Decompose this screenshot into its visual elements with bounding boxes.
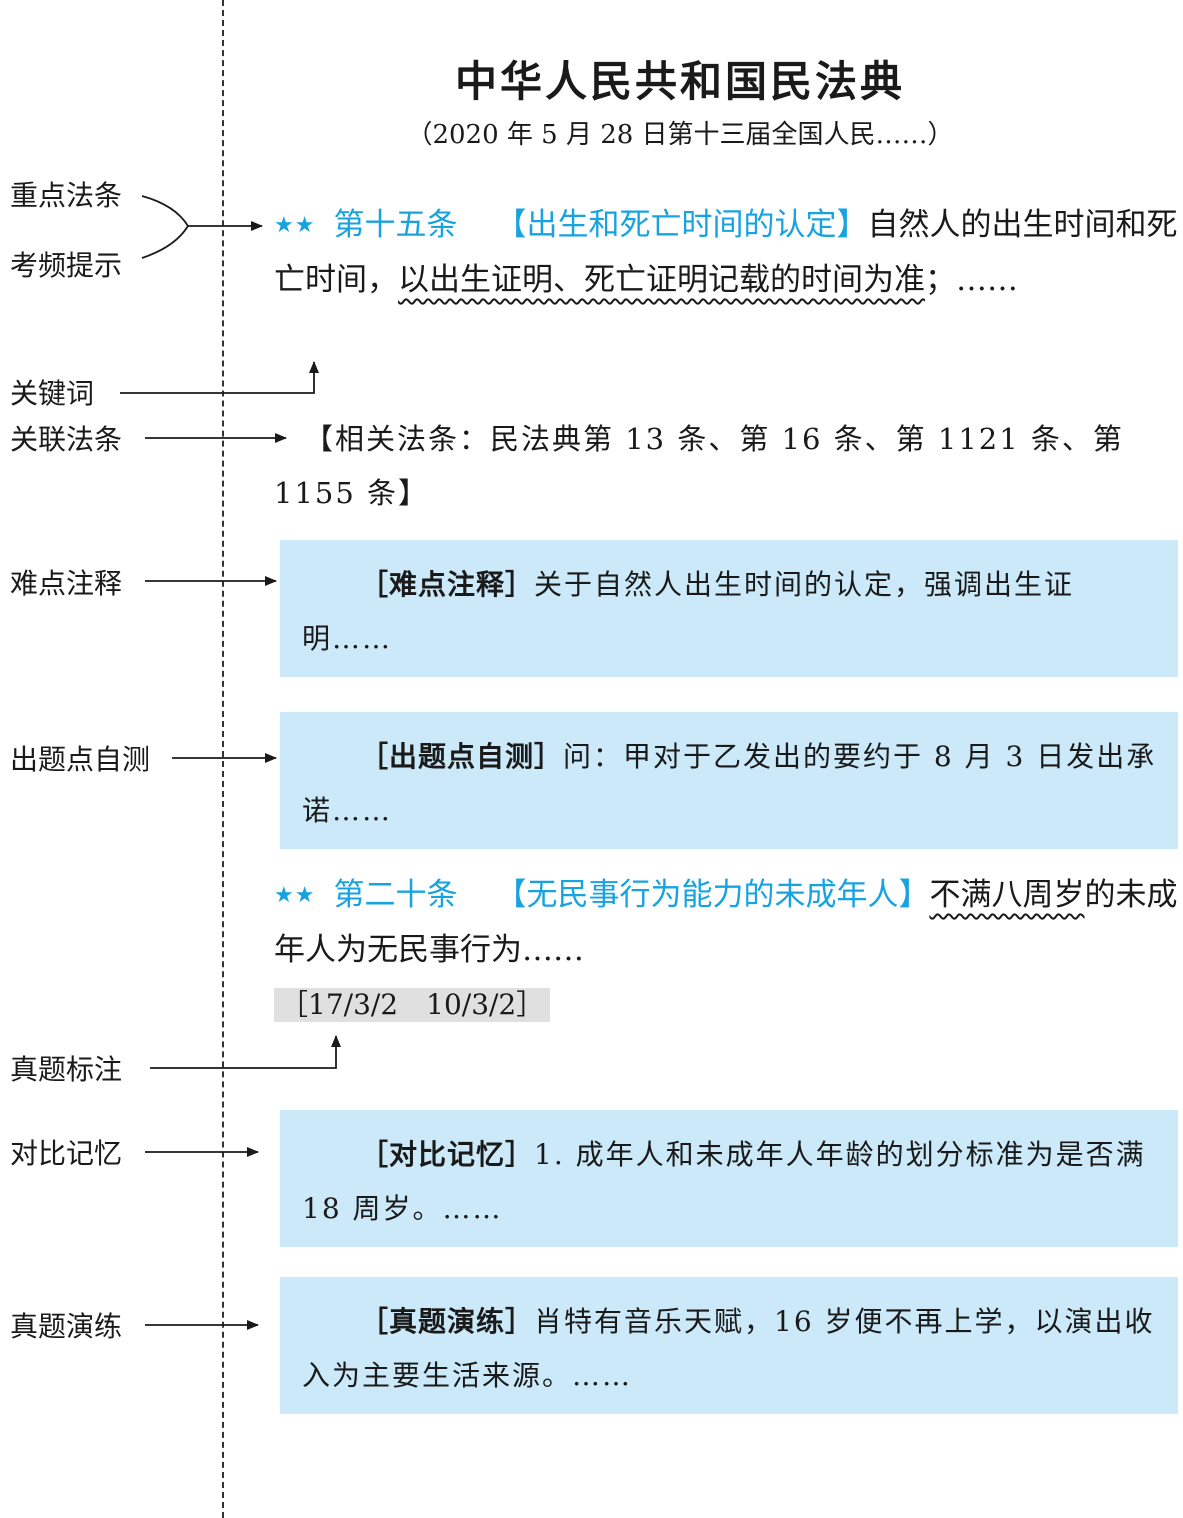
label-comparison: 对比记忆: [10, 1137, 123, 1170]
dashed-divider: [222, 0, 224, 1518]
difficulty-note-box: ［难点注释］关于自然人出生时间的认定，强调出生证明……: [280, 540, 1178, 677]
article-15: ★★ 第十五条 【出生和死亡时间的认定】自然人的出生时间和死亡时间，以出生证明、死亡…: [274, 198, 1179, 307]
label-related-articles: 关联法条: [10, 423, 123, 456]
label-self-test: 出题点自测: [10, 743, 151, 776]
label-practice: 真题演练: [10, 1310, 123, 1343]
related-articles: 【相关法条：民法典第 13 条、第 16 条、第 1121 条、第 1155 条…: [274, 422, 1124, 510]
label-difficulty-note: 难点注释: [10, 567, 123, 600]
label-frequency-hint: 考频提示: [10, 249, 123, 282]
article-number: 第二十条: [333, 877, 458, 913]
article-heading: 【无民事行为能力的未成年人】: [495, 877, 930, 913]
practice-title: ［真题演练］: [360, 1305, 535, 1338]
label-exam-tag: 真题标注: [10, 1053, 123, 1086]
comparison-box: ［对比记忆］1. 成年人和未成年人年龄的划分标准为是否满 18 周岁。……: [280, 1110, 1178, 1247]
page-subtitle: （2020 年 5 月 28 日第十三届全国人民……）: [406, 120, 954, 150]
arrow-exam-tag: [150, 1035, 341, 1069]
exam-year-tag: ［17/3/2 10/3/2］: [274, 988, 551, 1022]
compare-title: ［对比记忆］: [360, 1138, 535, 1171]
page-title: 中华人民共和国民法典: [454, 57, 905, 106]
frequency-stars: ★★: [274, 213, 316, 238]
arrow-keyword: [120, 361, 319, 394]
bracket-key-article: [141, 195, 190, 259]
practice-text: 肖特有音乐天赋，16 岁便不再上学，以演出收入为主要生活来源。……: [302, 1305, 1155, 1392]
compare-text: 1. 成年人和未成年人年龄的划分标准为是否满 18 周岁。……: [302, 1138, 1146, 1225]
note-text: 关于自然人出生时间的认定，强调出生证明……: [302, 568, 1075, 655]
practice-box: ［真题演练］肖特有音乐天赋，16 岁便不再上学，以演出收入为主要生活来源。……: [280, 1277, 1178, 1414]
label-keyword: 关键词: [10, 377, 95, 410]
selftest-title: ［出题点自测］: [360, 740, 564, 773]
article-20: ★★ 第二十条 【无民事行为能力的未成年人】不满八周岁的未成年人为无民事行为……: [274, 868, 1179, 977]
note-title: ［难点注释］: [360, 568, 535, 601]
article-text: 自然人的出生时间和死亡时间，: [274, 207, 1178, 298]
article-text-end: ；……: [925, 262, 1018, 298]
frequency-stars: ★★: [274, 883, 316, 908]
selftest-text: 问：甲对于乙发出的要约于 8 月 3 日发出承诺……: [302, 740, 1157, 827]
keyword-highlight: 以出生证明、死亡证明记载的时间为准: [398, 262, 925, 298]
article-text: 的未成年人为无民事行为……: [274, 877, 1178, 968]
label-key-article: 重点法条: [10, 179, 123, 212]
keyword-highlight: 不满八周岁: [929, 877, 1085, 913]
article-heading: 【出生和死亡时间的认定】: [495, 207, 868, 243]
article-number: 第十五条: [333, 207, 458, 243]
self-test-box: ［出题点自测］问：甲对于乙发出的要约于 8 月 3 日发出承诺……: [280, 712, 1178, 849]
